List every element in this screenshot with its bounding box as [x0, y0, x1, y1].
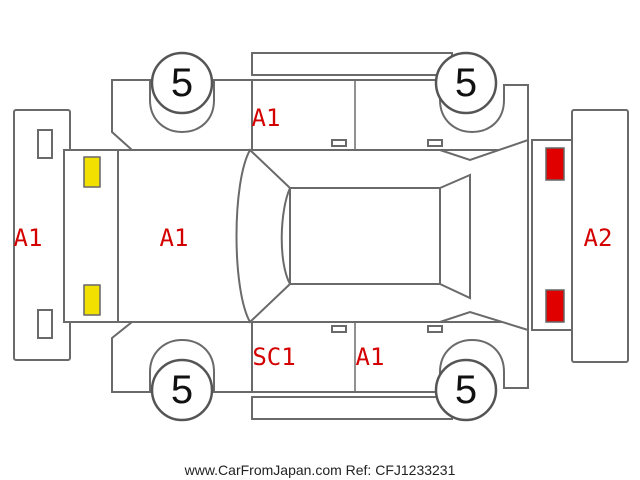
front-light-bottom: [83, 284, 101, 316]
bottom-edge-panel: [251, 396, 453, 420]
tire-front-right: 5: [434, 51, 498, 115]
tire-rear-right: 5: [434, 358, 498, 422]
front-light-top: [83, 156, 101, 188]
tire-front-right-value: 5: [455, 61, 477, 105]
tire-front-left: 5: [150, 51, 214, 115]
tire-front-left-value: 5: [171, 61, 193, 105]
label-hood: A1: [160, 224, 189, 252]
label-rear-bumper: A2: [584, 224, 613, 252]
footer-reference: www.CarFromJapan.com Ref: CFJ1233231: [184, 462, 456, 478]
label-lower-door: A1: [356, 343, 385, 371]
rear-light-top: [545, 147, 565, 181]
top-edge-panel: [251, 52, 453, 76]
tire-rear-right-value: 5: [455, 368, 477, 412]
lower-side-body: [111, 292, 529, 393]
rear-light-markers: [531, 139, 573, 331]
label-rocker: SC1: [252, 343, 295, 371]
rear-light-bottom: [545, 289, 565, 323]
upper-side-body: [111, 79, 529, 186]
label-upper-door: A1: [252, 104, 281, 132]
tire-rear-left-value: 5: [171, 368, 193, 412]
top-view-body: [63, 138, 529, 332]
tire-rear-left: 5: [150, 358, 214, 422]
front-light-markers: [83, 156, 101, 316]
label-front-bumper: A1: [14, 224, 43, 252]
